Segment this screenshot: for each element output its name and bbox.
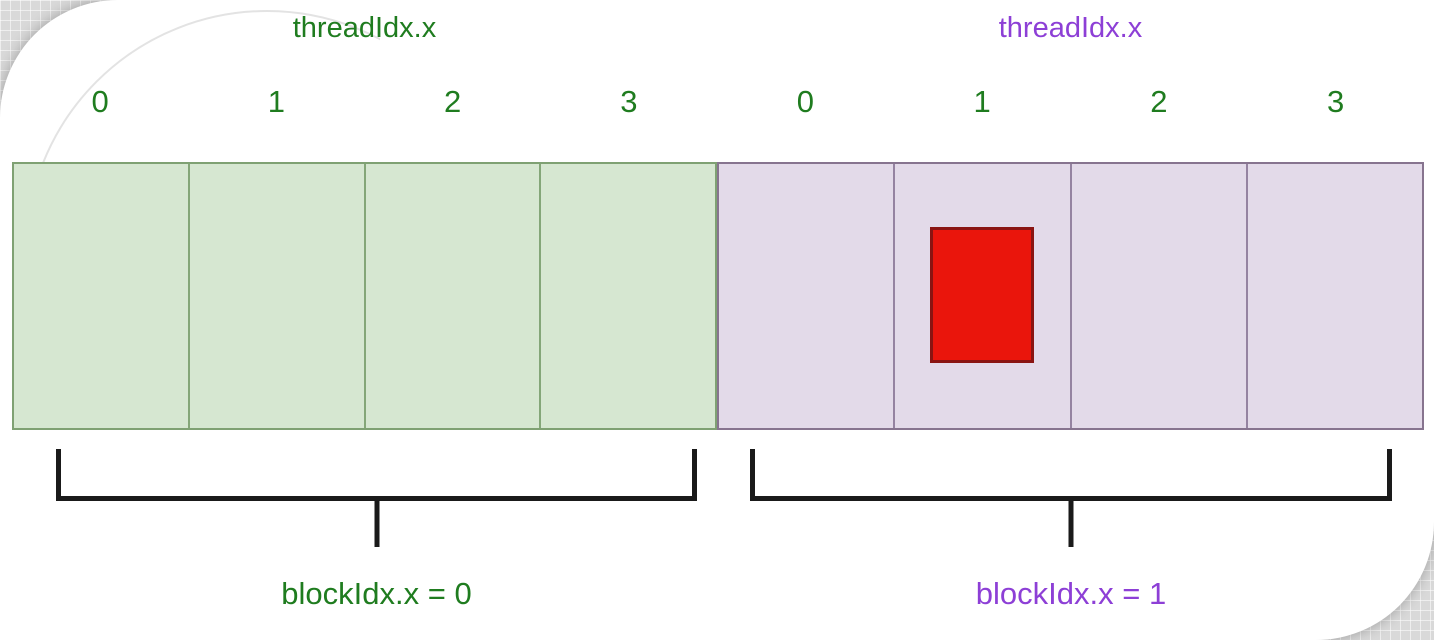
block0 bbox=[12, 162, 717, 430]
thread-index: 3 bbox=[620, 84, 638, 119]
thread-index: 2 bbox=[444, 84, 462, 119]
block1 bbox=[717, 162, 1424, 430]
bracket-stem bbox=[1068, 496, 1074, 547]
block0-bracket bbox=[56, 449, 697, 547]
thread-index: 0 bbox=[796, 84, 814, 119]
thread-index: 1 bbox=[267, 84, 285, 119]
thread-cell bbox=[719, 164, 896, 428]
thread-cell bbox=[1072, 164, 1248, 428]
thread-cell bbox=[14, 164, 190, 428]
blockidx-label-block1: blockIdx.x = 1 bbox=[975, 576, 1167, 611]
bracket-stem bbox=[374, 496, 379, 547]
blockidx-label-block0: blockIdx.x = 0 bbox=[281, 576, 472, 611]
thread-index-row-block0: 0 1 2 3 bbox=[12, 84, 717, 120]
thread-cell bbox=[366, 164, 542, 428]
thread-array-band bbox=[12, 162, 1424, 430]
thread-cell bbox=[895, 164, 1072, 428]
thread-index: 2 bbox=[1150, 84, 1168, 119]
active-thread-marker bbox=[930, 227, 1035, 363]
thread-index: 1 bbox=[973, 84, 991, 119]
thread-cell bbox=[190, 164, 366, 428]
thread-index-row-block1: 0 1 2 3 bbox=[717, 84, 1424, 120]
threadidx-header-block1: threadIdx.x bbox=[998, 12, 1143, 44]
thread-cell bbox=[1248, 164, 1422, 428]
thread-index: 0 bbox=[91, 84, 109, 119]
threadidx-header-block0: threadIdx.x bbox=[292, 12, 437, 44]
thread-index: 3 bbox=[1327, 84, 1345, 119]
thread-cell bbox=[541, 164, 715, 428]
block1-bracket bbox=[750, 449, 1392, 547]
